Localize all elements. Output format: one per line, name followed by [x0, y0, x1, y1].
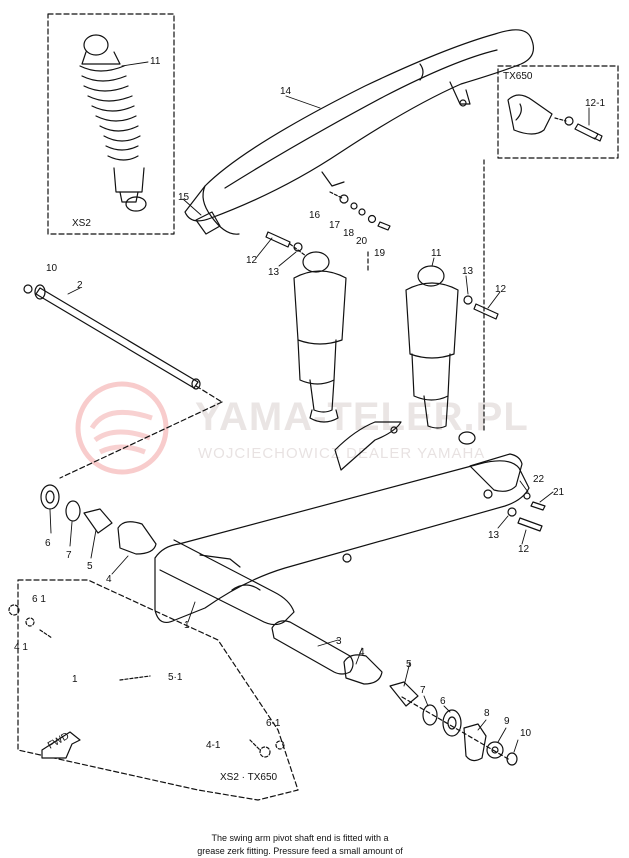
- xs2-spring-shock: [79, 34, 147, 212]
- callout-label: 12-1: [585, 98, 605, 109]
- callout-label: 1: [72, 674, 78, 685]
- callout-label: 11: [431, 248, 442, 259]
- callout-label: 4: [106, 574, 112, 585]
- callout-label: 6 1: [32, 594, 46, 605]
- collar-17: [350, 202, 358, 210]
- xs2-variant-box: [47, 13, 175, 235]
- callout-label: 6-1: [266, 718, 281, 729]
- callout-labels: 11 14 12-1 15 16 17 18 20 19 12 13 11 13…: [14, 56, 605, 751]
- tx650-variant-box: [497, 65, 619, 159]
- xs2-tx650-parts: [8, 604, 285, 758]
- callout-label: 7: [66, 550, 72, 561]
- bushing-5-right: [389, 681, 419, 707]
- callout-label: 20: [356, 236, 368, 247]
- callout-label: 10: [46, 263, 58, 274]
- callout-label: 9: [504, 716, 510, 727]
- callout-label: 5: [406, 659, 412, 670]
- washer-13-lower: [507, 507, 517, 517]
- swing-arm: [154, 421, 530, 626]
- washer-20: [367, 214, 377, 224]
- bolt-12-left: [265, 231, 291, 248]
- seal-7-right: [422, 704, 438, 726]
- watermark-sub-text: WOJCIECHOWICZ DEALER YAMAHA: [198, 445, 485, 462]
- bushing-3: [271, 620, 354, 675]
- washer-16: [339, 194, 349, 204]
- seal-7-left: [65, 500, 81, 522]
- bolt-12-lower: [517, 517, 543, 532]
- callout-label: 4 1: [14, 642, 28, 653]
- caption: The swing arm pivot shaft end is fitted …: [150, 832, 450, 858]
- washer-13-right: [463, 295, 473, 305]
- washer-22: [523, 492, 531, 500]
- callout-label: 22: [533, 474, 545, 485]
- xs2-box-title: XS2: [72, 218, 91, 229]
- callout-label: 14: [280, 86, 292, 97]
- callout-label: 21: [553, 487, 565, 498]
- cap-6-right: [442, 709, 462, 737]
- callout-label: 13: [488, 530, 500, 541]
- grease-nipple-10: [506, 752, 518, 766]
- callout-label: 18: [343, 228, 355, 239]
- callout-label: 16: [309, 210, 321, 221]
- tx650-box-title: TX650: [503, 71, 533, 82]
- callout-label: 13: [462, 266, 474, 277]
- watermark: YAMA-TELER.PL WOJCIECHOWICZ DEALER YAMAH…: [75, 381, 529, 475]
- bolt-12-right: [473, 303, 499, 320]
- callout-label: 5·1: [168, 672, 183, 683]
- rubber-plug: [195, 211, 221, 235]
- callout-label: 12: [518, 544, 530, 555]
- washer-18: [358, 208, 366, 216]
- callout-label: 7: [420, 685, 426, 696]
- plate-8: [463, 723, 487, 762]
- watermark-main-text: YAMA-TELER.PL: [195, 395, 529, 439]
- bolt-21: [530, 501, 546, 511]
- callout-label: 4-1: [206, 740, 221, 751]
- rear-shock-right: [405, 265, 476, 445]
- callout-label: 15: [178, 192, 190, 203]
- callout-label: 1: [184, 620, 190, 631]
- xs2-tx650-variant-box: [17, 579, 299, 801]
- nut-9: [486, 741, 504, 759]
- tx650-chain-guard-detail: [507, 94, 603, 142]
- collar-4-right: [343, 654, 383, 685]
- caption-line-2: grease zerk fitting. Pressure feed a sma…: [197, 846, 403, 856]
- caption-line-1: The swing arm pivot shaft end is fitted …: [211, 833, 389, 843]
- callout-label: 17: [329, 220, 341, 231]
- callout-label: 13: [268, 267, 280, 278]
- pivot-shaft: [35, 287, 199, 389]
- callout-label: 12: [495, 284, 507, 295]
- bolt-19: [377, 221, 391, 231]
- nut-10-top: [23, 284, 33, 294]
- callout-label: 8: [484, 708, 490, 719]
- callout-label: 10: [520, 728, 532, 739]
- callout-label: 12: [246, 255, 258, 266]
- callout-label: 3: [336, 636, 342, 647]
- callout-label: 2: [77, 280, 83, 291]
- callout-label: 6: [45, 538, 51, 549]
- xs2-tx650-box-title: XS2 · TX650: [220, 772, 278, 783]
- callout-label: 6: [440, 696, 446, 707]
- callout-label: 19: [374, 248, 386, 259]
- cap-6-left: [40, 484, 60, 510]
- callout-label: 5: [87, 561, 93, 572]
- forward-arrow-icon: [41, 731, 81, 759]
- bushing-5-left: [83, 508, 113, 534]
- collar-4-left: [117, 521, 157, 555]
- chain-case: [184, 29, 534, 235]
- callout-label: 11: [150, 56, 161, 67]
- callout-label: 4: [359, 647, 365, 658]
- rear-shock-left: [293, 251, 347, 423]
